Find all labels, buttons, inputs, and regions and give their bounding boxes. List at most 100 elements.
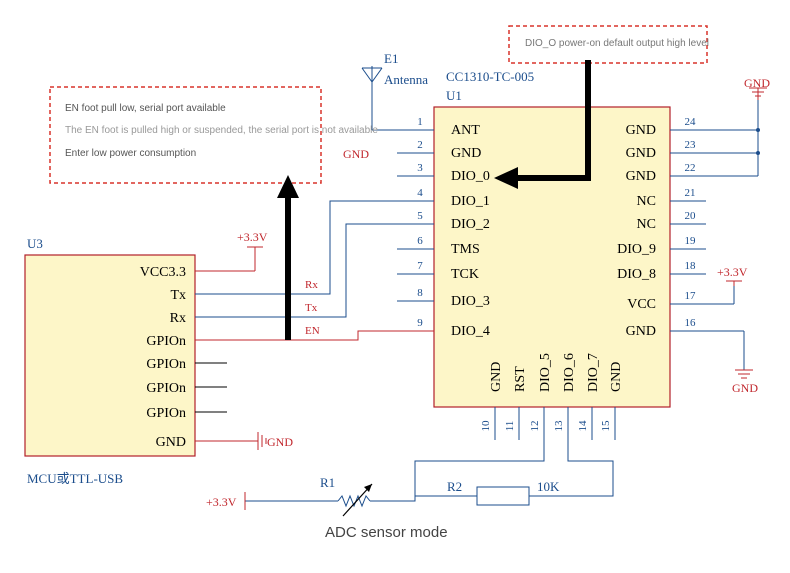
note-left-line3: Enter low power consumption <box>65 148 196 159</box>
tx-net-label: Tx <box>305 302 318 314</box>
vcc-label-adc: +3.3V <box>206 495 237 509</box>
u3-pin-name: GPIOn <box>146 406 186 421</box>
u1-pin-name: GND <box>609 362 624 392</box>
u1-pin-name: DIO_9 <box>617 242 656 257</box>
u1-pin-number: 11 <box>504 421 516 432</box>
adc-caption: ADC sensor mode <box>325 524 448 541</box>
adc-wires <box>245 407 614 502</box>
antenna-symbol <box>361 66 434 131</box>
uart-wires <box>195 200 434 318</box>
antenna-ref: E1 <box>384 51 398 66</box>
u3-ref: U3 <box>27 236 43 251</box>
u1-pin-name: DIO_0 <box>451 169 490 184</box>
note-box-left <box>49 86 322 184</box>
r1-label: R1 <box>320 475 335 490</box>
u1-part-number: CC1310-TC-005 <box>446 69 534 84</box>
u3-pin-name: Rx <box>170 311 186 326</box>
junction-dot <box>756 128 760 132</box>
u3-pin-name: GPIOn <box>146 357 186 372</box>
u3-pin-name: Tx <box>170 288 186 303</box>
u1-pin-number: 3 <box>417 162 423 174</box>
u1-ref: U1 <box>446 88 462 103</box>
u1-pin-number: 24 <box>685 116 697 128</box>
u1-pin-name: VCC <box>627 297 656 312</box>
u1-pin-number: 9 <box>417 317 423 329</box>
en-wire <box>195 330 434 341</box>
u1-pin-name: DIO_8 <box>617 267 656 282</box>
junction-dot <box>756 151 760 155</box>
u3-gnd-label: GND <box>267 435 293 449</box>
u3-vcc-wire <box>195 246 263 272</box>
r2-symbol <box>476 486 530 506</box>
u1-pin-number: 16 <box>685 317 697 329</box>
u1-pin-name: NC <box>637 194 656 209</box>
u3-pin-name: GND <box>156 435 186 450</box>
u3-pin-name: GPIOn <box>146 334 186 349</box>
u1-pin-number: 17 <box>685 290 697 302</box>
note-box-top-right <box>508 25 708 64</box>
u1-pin-name: DIO_4 <box>451 324 490 339</box>
u1-pin-name: TMS <box>451 242 480 257</box>
u1-right-pins: 24GND23GND22GND21NC20NC19DIO_918DIO_817V… <box>617 116 706 339</box>
u1-pin-name: GND <box>626 169 656 184</box>
u1-pin-number: 13 <box>553 420 565 432</box>
gnd-symbol-pin16 <box>735 369 753 379</box>
u1-pin-name: DIO_2 <box>451 217 490 232</box>
arrow-to-note-head <box>277 175 299 198</box>
u1-pin-number: 1 <box>417 116 423 128</box>
gnd-symbol-top-right <box>749 87 767 100</box>
u1-pin-name: NC <box>637 217 656 232</box>
pin2-gnd-label: GND <box>343 147 369 161</box>
antenna-label: Antenna <box>384 72 428 87</box>
u1-pin-name: ANT <box>451 123 480 138</box>
u1-pin-name: DIO_1 <box>451 194 490 209</box>
u1-pin-name: RST <box>513 366 528 392</box>
u1-pin-number: 23 <box>685 139 697 151</box>
r1-symbol <box>337 494 371 508</box>
u1-pin-number: 2 <box>417 139 423 151</box>
u1-pin-name: DIO_7 <box>586 353 601 392</box>
u3-pin-name: GPIOn <box>146 381 186 396</box>
u1-pin-number: 22 <box>685 162 696 174</box>
u1-pin-name: TCK <box>451 267 479 282</box>
u1-pin-name: DIO_3 <box>451 294 490 309</box>
gnd-label-top-right: GND <box>744 76 770 90</box>
u1-pin-name: DIO_5 <box>538 353 553 392</box>
r2-value: 10K <box>537 479 560 494</box>
u1-pin-number: 21 <box>685 187 696 199</box>
u1-pin-number: 8 <box>417 287 423 299</box>
u1-pin-number: 12 <box>529 421 541 432</box>
u1-pin-name: GND <box>451 146 481 161</box>
note-top-right: DIO_O power-on default output high level <box>525 38 709 49</box>
u3-gnd-symbol <box>195 432 267 450</box>
u1-pin-number: 7 <box>417 260 423 272</box>
u1-pin-number: 4 <box>417 187 423 199</box>
u1-pin-name: DIO_6 <box>562 353 577 392</box>
r2-label: R2 <box>447 479 462 494</box>
note-left-line1: EN foot pull low, serial port available <box>65 103 226 114</box>
u3-caption: MCU或TTL-USB <box>27 471 123 486</box>
u1-pin-name: GND <box>626 324 656 339</box>
u1-pin-number: 18 <box>685 260 697 272</box>
u1-pin-number: 15 <box>600 420 612 432</box>
u1-pin-name: GND <box>489 362 504 392</box>
gnd-label-pin16: GND <box>732 381 758 395</box>
u1-pin-number: 6 <box>417 235 423 247</box>
u1-pin-number: 5 <box>417 210 423 222</box>
vcc-wire <box>670 284 735 305</box>
u1-pin-number: 19 <box>685 235 697 247</box>
rx-net-label: Rx <box>305 279 318 291</box>
en-net-label: EN <box>305 325 320 337</box>
u1-pin-number: 20 <box>685 210 697 222</box>
vcc-label-right: +3.3V <box>717 265 748 279</box>
arrow-to-dio0 <box>515 60 591 181</box>
u1-pin-name: GND <box>626 146 656 161</box>
u3-pin-name: VCC3.3 <box>140 265 186 280</box>
u1-pin-name: GND <box>626 123 656 138</box>
note-left-line2: The EN foot is pulled high or suspended,… <box>65 125 378 136</box>
right-gnd-wires <box>670 100 759 177</box>
